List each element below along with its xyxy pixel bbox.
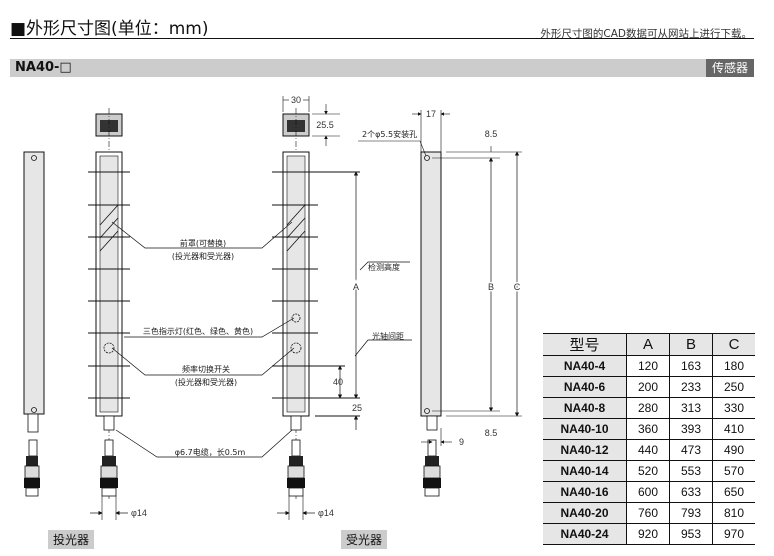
- mount-hole-icon: [31, 407, 37, 413]
- cell-a: 200: [626, 376, 670, 398]
- dim-c-label: C: [514, 282, 521, 292]
- front-cover-label: 前罩(可替换): [180, 238, 226, 248]
- detect-height-label: 检测高度: [368, 262, 400, 272]
- page-title: ■外形尺寸图(单位：mm): [10, 19, 209, 39]
- dim-a-label: A: [353, 282, 359, 292]
- header-c: C: [712, 333, 755, 356]
- mount-hole-icon: [424, 408, 430, 414]
- pitch-dim: 40: [333, 377, 343, 387]
- cell-b: 553: [669, 460, 713, 482]
- cell-model: NA40-4: [543, 355, 627, 377]
- cell-a: 440: [626, 439, 670, 461]
- cell-a: 360: [626, 418, 670, 440]
- cell-model: NA40-16: [543, 481, 627, 503]
- category-badge: 传感器: [705, 59, 754, 77]
- connector-dia-left-dim: φ14: [131, 508, 147, 518]
- cell-c: 250: [712, 376, 755, 398]
- header-model: 型号: [543, 333, 627, 356]
- emitter-side-profile: [23, 151, 45, 497]
- freq-switch-sub-label: (投光器和受光器): [175, 377, 237, 387]
- cell-c: 650: [712, 481, 755, 503]
- cell-model: NA40-24: [543, 523, 627, 545]
- cell-b: 633: [669, 481, 713, 503]
- mount-hole-icon: [31, 155, 37, 161]
- cell-a: 760: [626, 502, 670, 524]
- cell-a: 520: [626, 460, 670, 482]
- front-cover-sub-label: (投光器和受光器): [172, 251, 234, 261]
- cell-b: 473: [669, 439, 713, 461]
- axis-pitch-label: 光轴间距: [372, 331, 404, 341]
- cell-b: 163: [669, 355, 713, 377]
- cell-c: 570: [712, 460, 755, 482]
- cell-c: 330: [712, 397, 755, 419]
- cell-model: NA40-8: [543, 397, 627, 419]
- cell-b: 313: [669, 397, 713, 419]
- bottom-offset-dim: 25: [352, 403, 362, 413]
- cell-b: 393: [669, 418, 713, 440]
- cell-a: 280: [626, 397, 670, 419]
- cable-offset-dim: 9: [459, 437, 464, 447]
- cell-a: 920: [626, 523, 670, 545]
- depth-dim: 17: [426, 109, 436, 119]
- side-view: [358, 110, 522, 497]
- mount-hole-icon: [424, 155, 430, 161]
- cell-c: 490: [712, 439, 755, 461]
- head-height-dim: 25.5: [316, 120, 334, 130]
- model-bar: NA40-□ 传感器: [10, 59, 754, 77]
- cell-b: 793: [669, 502, 713, 524]
- emitter-front-view: [88, 108, 130, 520]
- receiver-tag: 受光器: [341, 530, 388, 549]
- cell-a: 120: [626, 355, 670, 377]
- cell-c: 180: [712, 355, 755, 377]
- cell-a: 600: [626, 481, 670, 503]
- cell-model: NA40-12: [543, 439, 627, 461]
- cell-model: NA40-6: [543, 376, 627, 398]
- table-header-row: 型号 A B C: [543, 333, 755, 356]
- dim-b-label: B: [488, 282, 494, 292]
- cell-c: 810: [712, 502, 755, 524]
- hole-offset-top-dim: 8.5: [485, 129, 498, 139]
- cell-b: 233: [669, 376, 713, 398]
- cell-c: 410: [712, 418, 755, 440]
- receiver-front-view: [272, 96, 360, 520]
- cell-c: 970: [712, 523, 755, 545]
- emitter-tag: 投光器: [48, 530, 95, 549]
- cell-model: NA40-14: [543, 460, 627, 482]
- cable-label: φ6.7电缆，长0.5m: [175, 447, 246, 457]
- hole-offset-bottom-dim: 8.5: [485, 428, 498, 438]
- width-dim: 30: [291, 95, 301, 105]
- header-a: A: [626, 333, 670, 356]
- indicator-label: 三色指示灯(红色、绿色、黄色): [143, 326, 253, 336]
- header-b: B: [669, 333, 713, 356]
- freq-switch-label: 频率切换开关: [182, 364, 230, 374]
- connector-dia-right-dim: φ14: [318, 508, 334, 518]
- model-name: NA40-□: [15, 60, 72, 75]
- title-divider: [10, 38, 754, 39]
- cad-download-note: 外形尺寸图的CAD数据可从网站上进行下载。: [540, 28, 752, 40]
- cell-b: 953: [669, 523, 713, 545]
- cell-model: NA40-10: [543, 418, 627, 440]
- mount-holes-label: 2个φ5.5安装孔: [362, 129, 417, 139]
- leader-lines: [111, 221, 412, 458]
- cell-model: NA40-20: [543, 502, 627, 524]
